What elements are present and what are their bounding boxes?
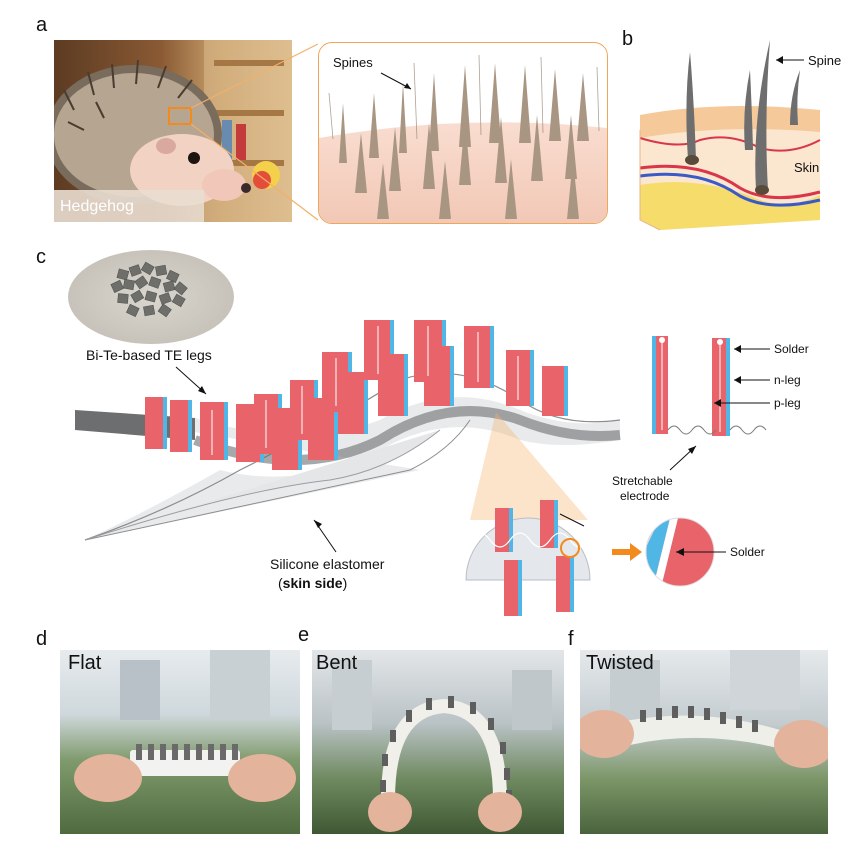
spines-label: Spines (333, 55, 373, 70)
panel-label-b: b (622, 28, 634, 50)
silicone-label-line1: Silicone elastomer (270, 556, 385, 572)
solder-label-top: Solder (774, 342, 809, 356)
hedgehog-label: Hedgehog (60, 198, 134, 215)
stretchable-electrode-label-line2: electrode (620, 489, 670, 503)
flat-device-photo: Flat (60, 650, 300, 834)
skin-label: Skin (794, 160, 820, 175)
skin-side-label: skin side (282, 575, 343, 591)
spine-label: Spine (808, 53, 842, 68)
n-leg-label: n-leg (774, 373, 801, 387)
twisted-label: Twisted (586, 652, 654, 674)
te-legs-photo (68, 250, 234, 344)
stretchable-electrode-label-line1: Stretchable (612, 474, 673, 488)
panel-label-d: d (36, 628, 48, 650)
p-leg-label: p-leg (774, 396, 801, 410)
solder-zoom-label: Solder (730, 545, 765, 559)
panel-label-f: f (568, 628, 574, 650)
bent-label: Bent (316, 652, 358, 674)
silicone-label-line2: (skin side) (278, 575, 348, 591)
spines-zoom-illustration: Spines (318, 42, 608, 224)
te-legs-label: Bi-Te-based TE legs (86, 347, 212, 363)
twisted-device-photo: Twisted (580, 650, 828, 834)
panel-label-a: a (36, 14, 48, 36)
panel-label-c: c (36, 246, 46, 268)
hedgehog-photo: Hedgehog (54, 40, 292, 222)
bent-device-photo: Bent (312, 650, 564, 834)
flat-label: Flat (68, 652, 102, 674)
panel-label-e: e (298, 624, 310, 646)
